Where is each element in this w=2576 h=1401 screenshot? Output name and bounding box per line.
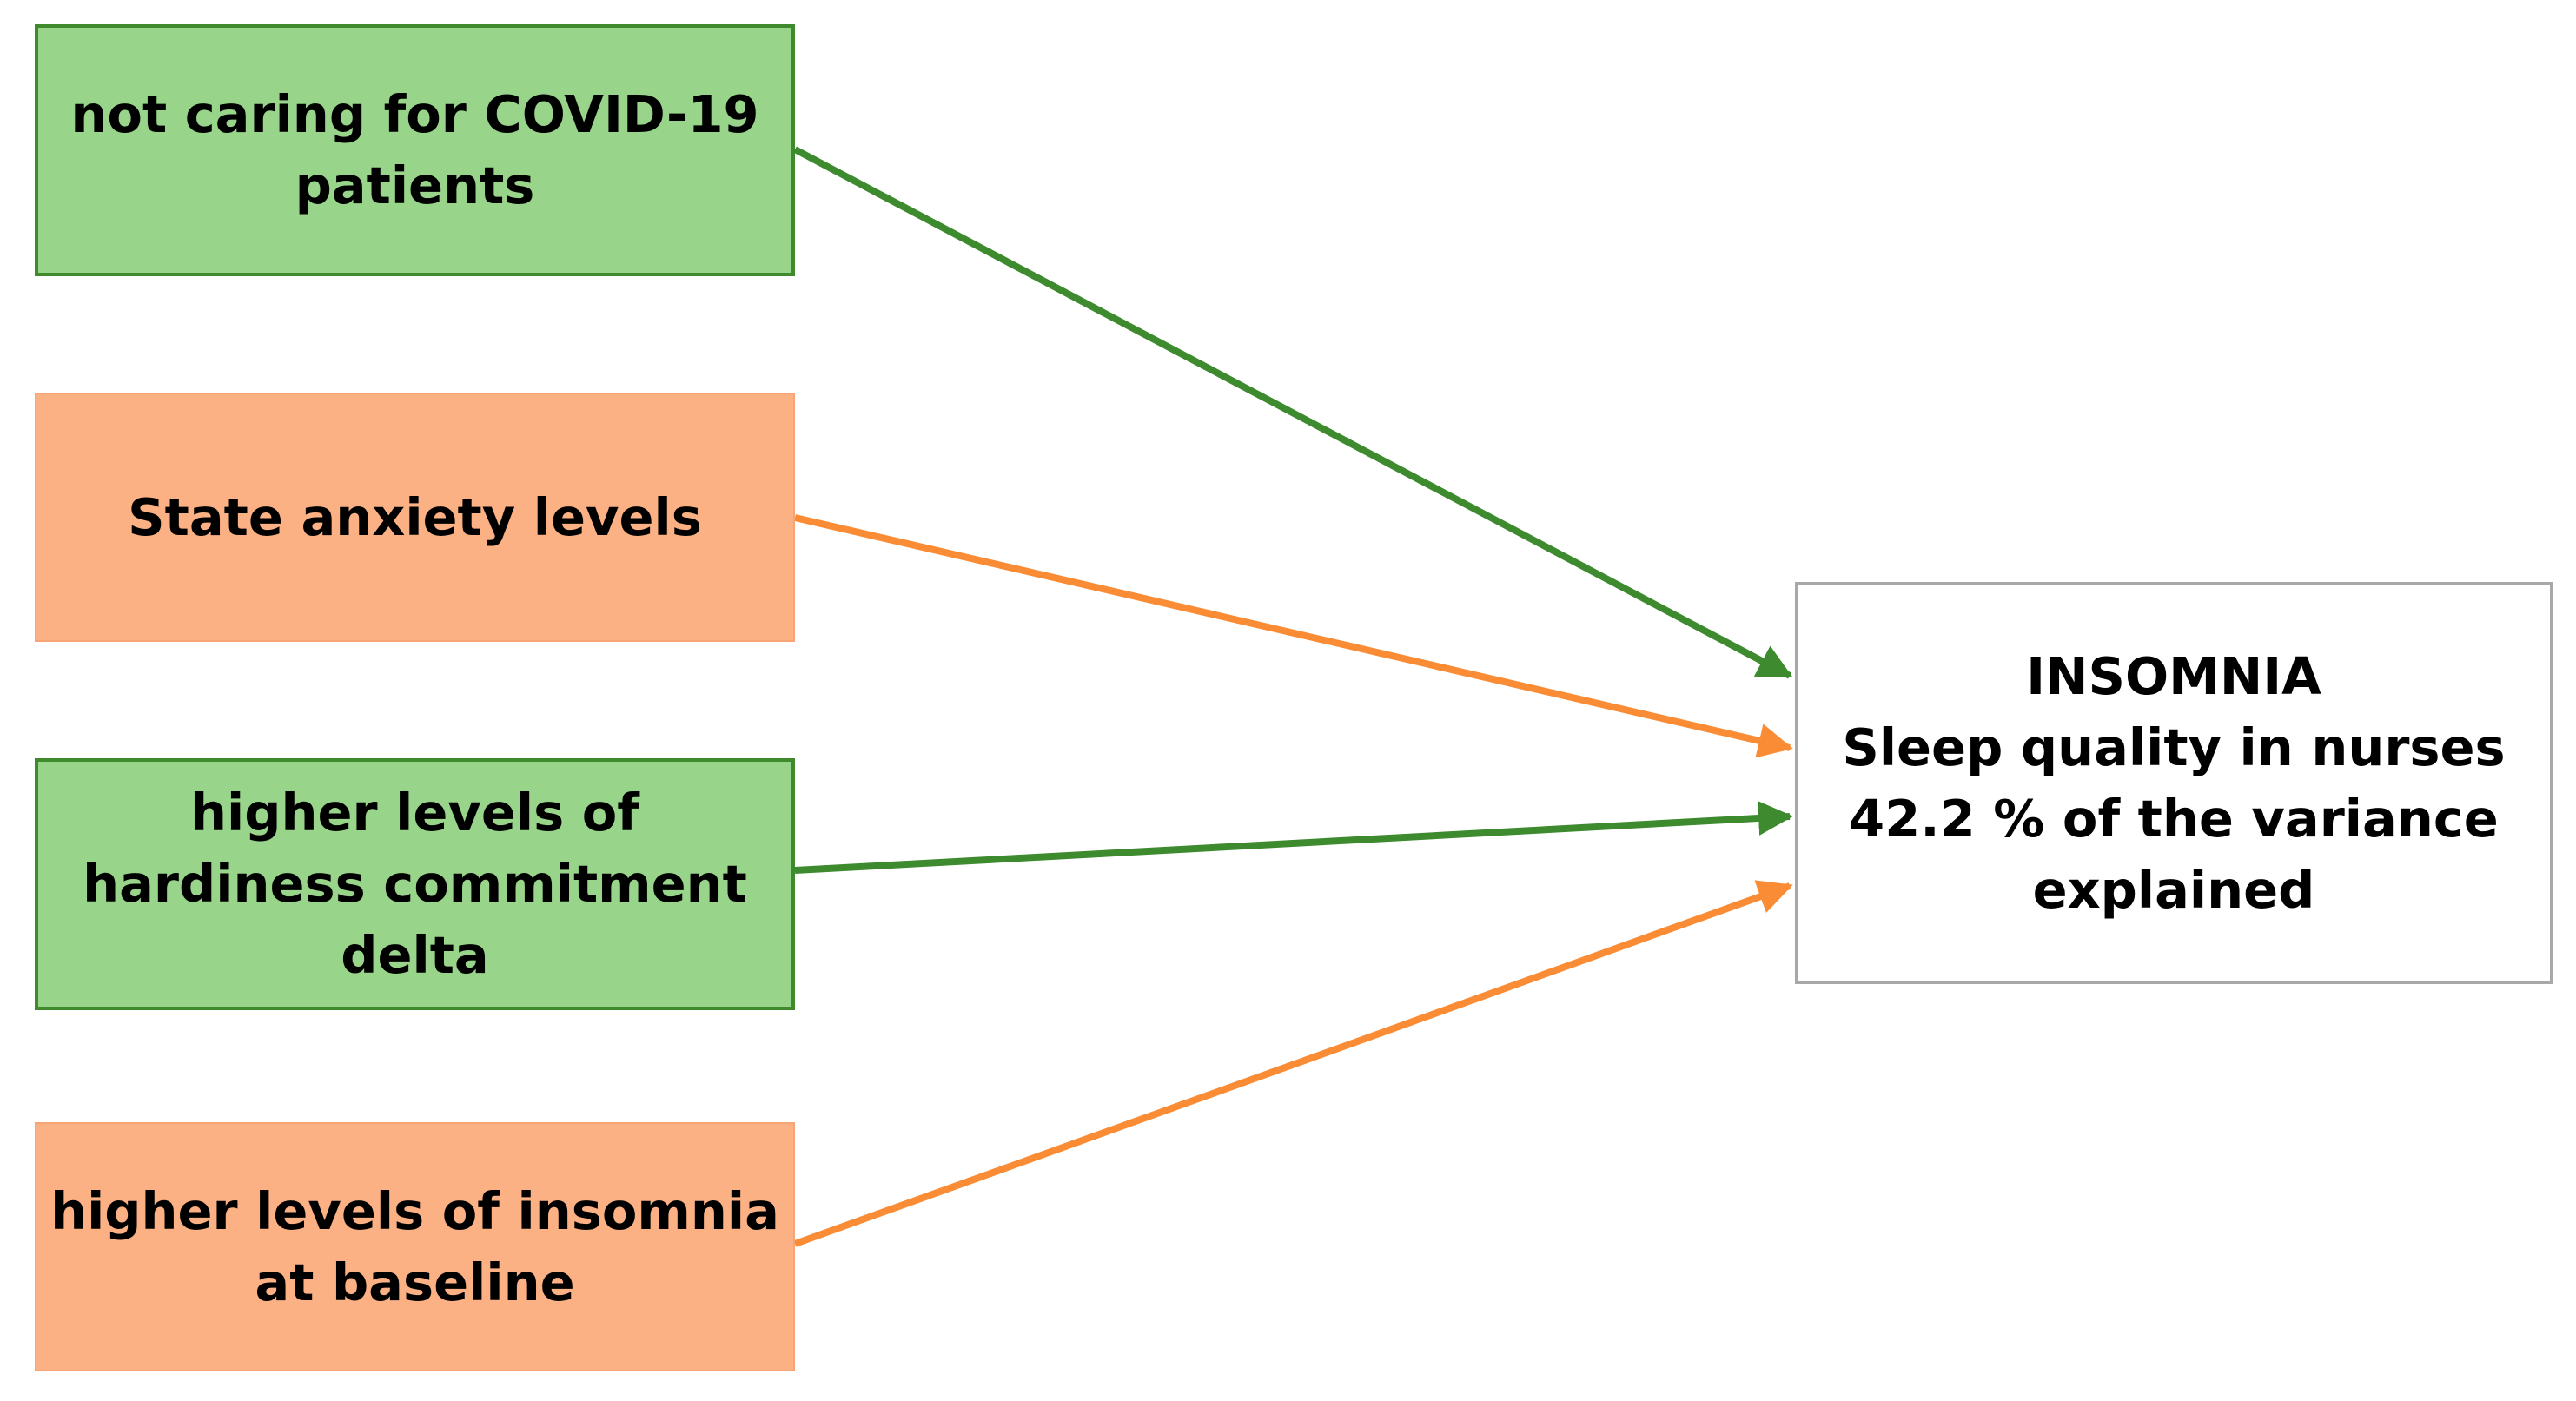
factor-label: State anxiety levels	[128, 486, 702, 547]
outcome-variance-cont: explained	[2032, 859, 2315, 920]
factor-label: higher levels of insomnia at baseline	[50, 1180, 779, 1312]
factor-label: not caring for COVID-19 patients	[70, 84, 759, 215]
arrow-factor-3-to-outcome	[794, 800, 1793, 874]
arrow-factor-2-to-outcome	[794, 514, 1793, 758]
arrow-factor-4-to-outcome	[793, 880, 1793, 1247]
outcome-subtitle: Sleep quality in nurses	[1842, 717, 2506, 777]
outcome-box-insomnia: INSOMNIA Sleep quality in nurses 42.2 % …	[1795, 582, 2553, 984]
factor-label: higher levels of hardiness commitment de…	[83, 783, 747, 985]
factor-box-baseline-insomnia: higher levels of insomnia at baseline	[35, 1122, 795, 1371]
arrow-factor-1-to-outcome	[793, 146, 1793, 679]
outcome-variance: 42.2 % of the variance	[1849, 788, 2499, 849]
outcome-title: INSOMNIA	[2026, 645, 2321, 706]
factor-box-not-caring-covid: not caring for COVID-19 patients	[35, 24, 795, 276]
factor-box-state-anxiety: State anxiety levels	[35, 393, 795, 642]
outcome-text: INSOMNIA Sleep quality in nurses 42.2 % …	[1842, 641, 2505, 926]
factor-box-hardiness-commitment: higher levels of hardiness commitment de…	[35, 758, 795, 1010]
